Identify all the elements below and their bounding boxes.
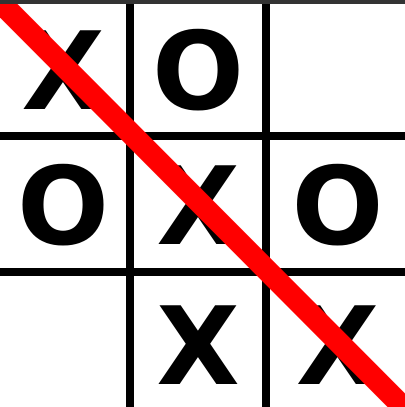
cell-r0-c2[interactable] bbox=[270, 4, 405, 132]
grid-line-vertical-1 bbox=[126, 4, 134, 407]
cell-r1-c2[interactable]: O bbox=[291, 145, 384, 270]
cell-r2-c2[interactable]: X bbox=[295, 284, 380, 407]
cell-r1-c1[interactable]: X bbox=[156, 145, 240, 270]
cell-r0-c0[interactable]: X bbox=[21, 10, 105, 135]
cell-r0-c1[interactable]: O bbox=[152, 10, 244, 135]
cell-r1-c0[interactable]: O bbox=[17, 145, 109, 270]
grid-line-vertical-2 bbox=[262, 4, 270, 407]
cell-r2-c1[interactable]: X bbox=[156, 284, 240, 407]
cell-r2-c0[interactable] bbox=[0, 276, 126, 407]
